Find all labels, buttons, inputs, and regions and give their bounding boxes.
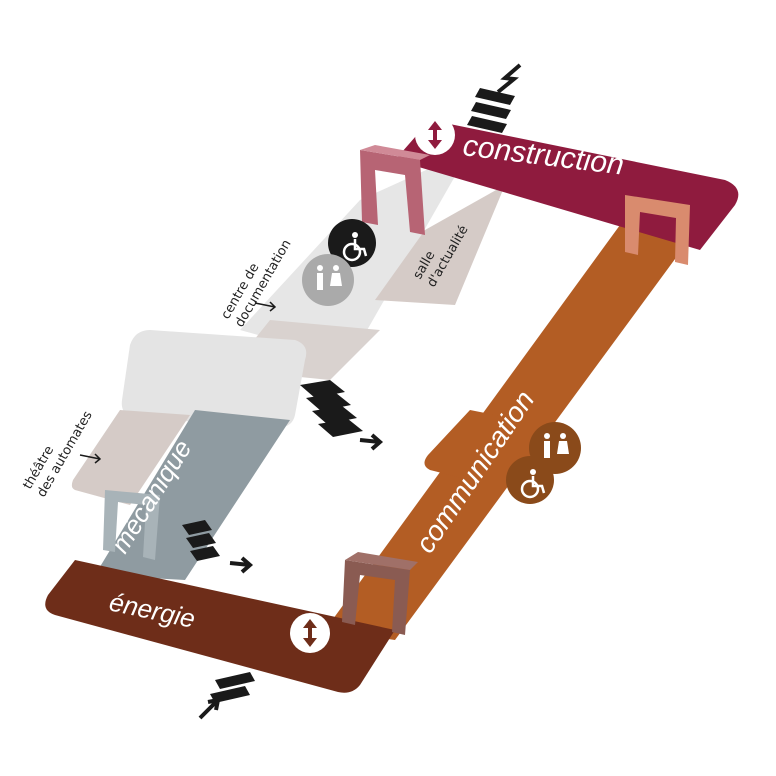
central-hall[interactable] [121, 330, 307, 428]
escalator-mecanique [182, 520, 220, 561]
zone-construction[interactable] [395, 120, 739, 250]
zone-mecanique[interactable] [95, 410, 290, 580]
pointer-arrow-icon [79, 453, 102, 464]
gate-construction-east [625, 195, 690, 265]
entrance-arrow-icon [198, 697, 221, 720]
gate-mecanique [103, 490, 160, 560]
exit-arrow-icon [229, 433, 384, 574]
gate-construction [360, 145, 430, 235]
entrance-arrow-icon [496, 63, 522, 94]
wheelchair-accessible-icon [328, 219, 376, 267]
escalator-north [467, 88, 515, 133]
escalator-hall [300, 380, 363, 437]
elevator-icon[interactable] [415, 115, 455, 155]
gate-communication [342, 552, 418, 635]
zone-energie[interactable] [45, 560, 395, 693]
zone-communication[interactable] [325, 225, 700, 640]
pointer-arrow-icon [254, 301, 277, 312]
salle-actualite-room[interactable] [375, 185, 505, 305]
theatre-automates-room[interactable] [71, 410, 190, 505]
toilets-icon [302, 254, 354, 306]
elevator-icon[interactable] [290, 613, 330, 653]
toilets-icon [529, 422, 581, 474]
